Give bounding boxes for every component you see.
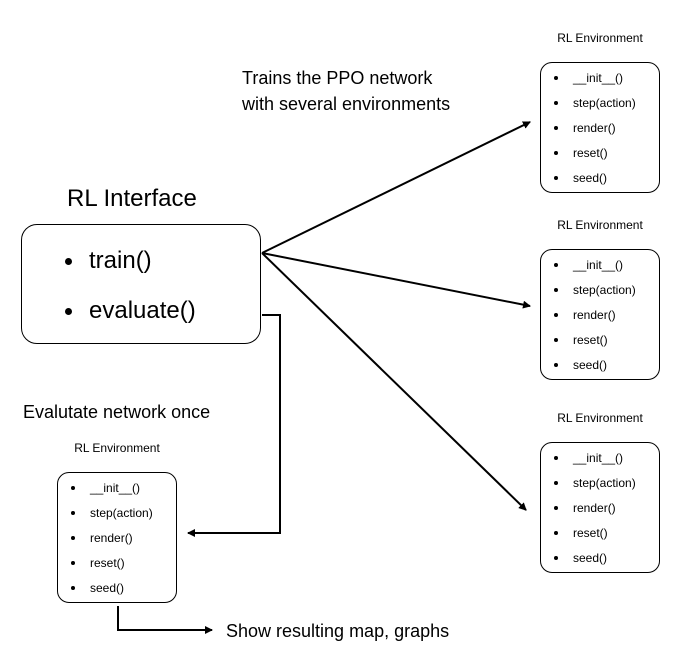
env-eval-method-render: render() xyxy=(58,530,176,555)
environment-1-box: __init__() step(action) render() reset()… xyxy=(540,62,660,193)
environment-2-title: RL Environment xyxy=(557,218,643,232)
env-1-method-init: __init__() xyxy=(541,70,659,95)
environment-3-box: __init__() step(action) render() reset()… xyxy=(540,442,660,573)
env-3-method-render: render() xyxy=(541,500,659,525)
rl-interface-box: train() evaluate() xyxy=(21,224,261,344)
env-1-method-render: render() xyxy=(541,120,659,145)
environment-1-title: RL Environment xyxy=(557,31,643,45)
env-eval-method-init: __init__() xyxy=(58,480,176,505)
train-arrow-env-3 xyxy=(261,252,527,511)
interface-title: RL Interface xyxy=(67,185,197,212)
train-arrow-env-1 xyxy=(261,121,531,254)
environment-eval-title: RL Environment xyxy=(74,441,160,455)
env-3-method-reset: reset() xyxy=(541,525,659,550)
train-arrow-env-2 xyxy=(261,252,531,309)
env-2-method-render: render() xyxy=(541,307,659,332)
environment-eval-box: __init__() step(action) render() reset()… xyxy=(57,472,177,603)
env-2-method-seed: seed() xyxy=(541,357,659,382)
env-eval-method-reset: reset() xyxy=(58,555,176,580)
env-3-method-init: __init__() xyxy=(541,450,659,475)
environment-2-box: __init__() step(action) render() reset()… xyxy=(540,249,660,380)
env-2-method-step: step(action) xyxy=(541,282,659,307)
env-eval-method-step: step(action) xyxy=(58,505,176,530)
evaluate-annotation: Evalutate network once xyxy=(23,402,211,422)
env-1-method-step: step(action) xyxy=(541,95,659,120)
env-2-method-init: __init__() xyxy=(541,257,659,282)
env-eval-method-seed: seed() xyxy=(58,580,176,605)
result-arrow xyxy=(117,606,213,634)
env-3-method-seed: seed() xyxy=(541,550,659,575)
env-1-method-reset: reset() xyxy=(541,145,659,170)
train-annotation-line-1: Trains the PPO network xyxy=(242,68,433,88)
evaluate-arrow xyxy=(187,314,281,537)
result-annotation: Show resulting map, graphs xyxy=(226,621,450,641)
env-1-method-seed: seed() xyxy=(541,170,659,195)
method-evaluate: evaluate() xyxy=(22,297,260,347)
environment-3-title: RL Environment xyxy=(557,411,643,425)
env-2-method-reset: reset() xyxy=(541,332,659,357)
env-3-method-step: step(action) xyxy=(541,475,659,500)
method-train: train() xyxy=(22,247,260,297)
train-annotation-line-2: with several environments xyxy=(242,94,451,114)
